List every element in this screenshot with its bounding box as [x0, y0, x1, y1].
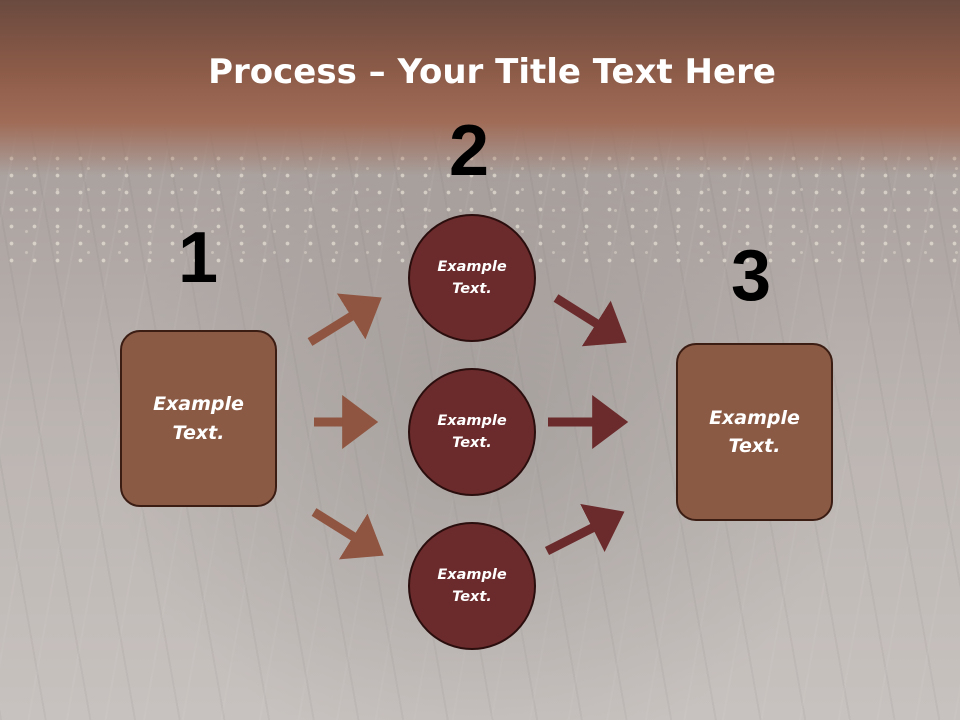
arrow-left-bottom	[311, 508, 384, 560]
step-circle-top[interactable]: Example Text.	[408, 214, 536, 342]
step-number-1: 1	[178, 218, 219, 298]
title-band	[0, 0, 960, 175]
circle-middle-text: Example Text.	[437, 412, 507, 451]
circle-bottom-text: Example Text.	[437, 566, 507, 605]
slide-title: Process – Your Title Text Here	[0, 52, 960, 92]
arrow-left-top	[307, 293, 382, 346]
left-process-box[interactable]: Example Text.	[120, 330, 277, 507]
left-box-text: Example Text.	[153, 393, 244, 444]
arrow-right-top	[553, 294, 627, 347]
title-bold: Process	[208, 52, 357, 92]
title-rest: – Your Title Text Here	[356, 52, 776, 92]
right-process-box[interactable]: Example Text.	[676, 343, 833, 521]
step-number-2: 2	[449, 111, 490, 191]
step-circle-middle[interactable]: Example Text.	[408, 368, 536, 496]
step-number-3: 3	[731, 236, 772, 316]
step-circle-bottom[interactable]: Example Text.	[408, 522, 536, 650]
right-box-text: Example Text.	[709, 406, 800, 458]
circle-top-text: Example Text.	[437, 258, 507, 297]
arrow-right-bottom	[544, 503, 625, 556]
